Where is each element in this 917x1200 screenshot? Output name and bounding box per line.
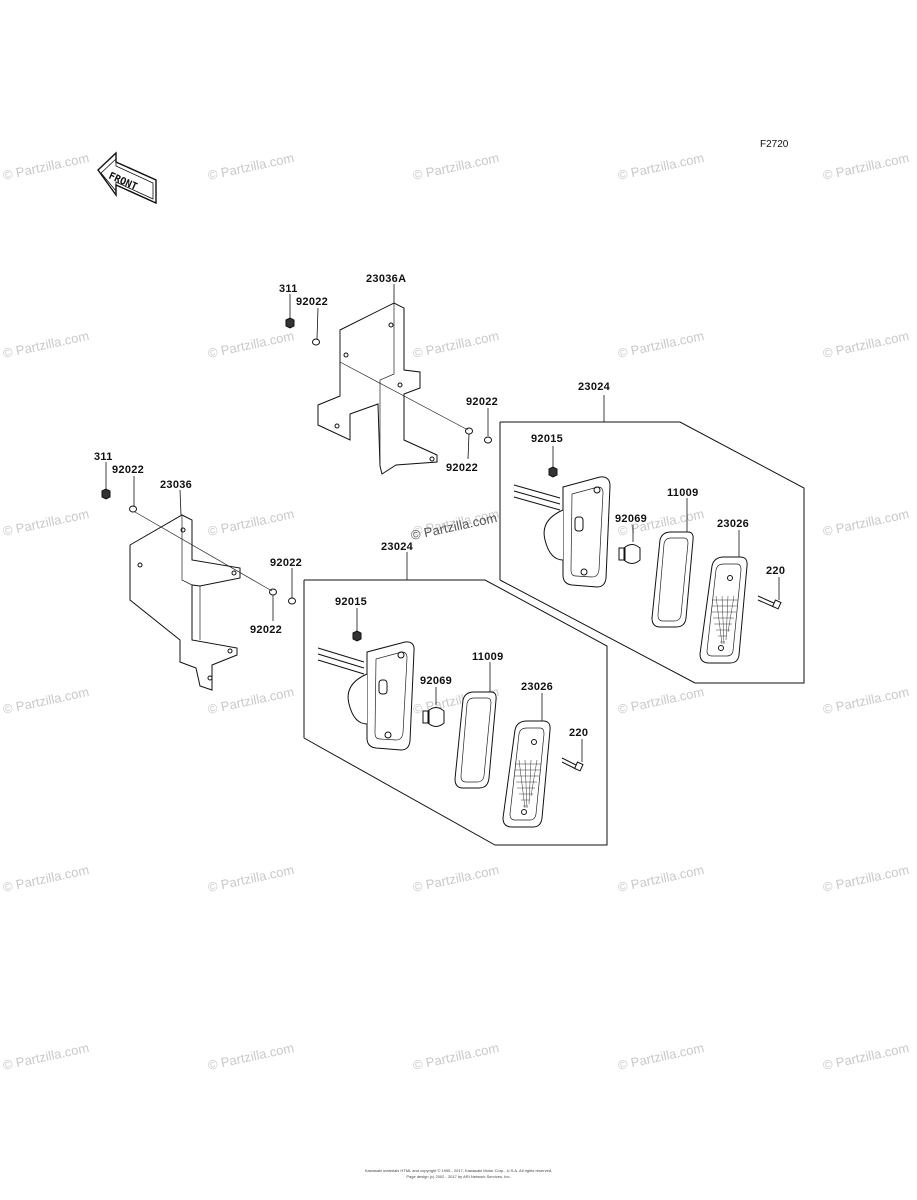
watermark-text: © Partzilla.com	[2, 506, 91, 539]
watermark-text: © Partzilla.com	[617, 150, 706, 183]
part-label-92022-upper-c: 92022	[446, 462, 478, 474]
watermark-text: © Partzilla.com	[2, 1040, 91, 1073]
watermark-text: © Partzilla.com	[822, 506, 911, 539]
part-label-92015-upper: 92015	[531, 433, 563, 445]
front-arrow-icon: FRONT	[97, 151, 157, 205]
part-label-23036A: 23036A	[366, 273, 406, 285]
watermark-text: © Partzilla.com	[822, 328, 911, 361]
part-label-23024-lower: 23024	[381, 541, 414, 553]
hardware-upper	[285, 317, 558, 478]
watermark-text: © Partzilla.com	[207, 150, 296, 183]
watermark-text: © Partzilla.com	[207, 506, 296, 539]
watermark-text: © Partzilla.com	[412, 150, 501, 183]
part-label-23026-upper: 23026	[717, 518, 749, 530]
part-label-220-lower: 220	[569, 727, 588, 739]
watermark-text: © Partzilla.com	[2, 862, 91, 895]
watermark-text: © Partzilla.com	[617, 862, 706, 895]
part-label-92022-lower-b: 92022	[270, 557, 302, 569]
watermark-text: © Partzilla.com	[412, 328, 501, 361]
watermark-text: © Partzilla.com	[207, 684, 296, 717]
part-label-311-upper: 311	[279, 283, 298, 295]
part-label-92069-upper: 92069	[615, 513, 647, 525]
watermark-text: © Partzilla.com	[822, 150, 911, 183]
watermark-text: © Partzilla.com	[617, 328, 706, 361]
part-label-23036: 23036	[160, 479, 192, 491]
part-label-92022-lower-a: 92022	[112, 464, 144, 476]
watermark-text: © Partzilla.com	[822, 1040, 911, 1073]
watermark-text: © Partzilla.com	[822, 684, 911, 717]
part-label-23026-lower: 23026	[521, 681, 553, 693]
leader-lines	[105, 284, 780, 762]
copyright-line-1: Kawasaki materials HTML and copyright © …	[364, 1168, 553, 1173]
watermark-text: © Partzilla.com	[617, 1040, 706, 1073]
lamp-assembly-lower	[303, 579, 608, 846]
lamp-assembly-upper	[499, 421, 805, 684]
copyright-line-2: Page design (c) 2002 - 2017 by ARI Netwo…	[406, 1174, 511, 1179]
watermark-text: © Partzilla.com	[207, 328, 296, 361]
part-label-220-upper: 220	[766, 565, 785, 577]
part-label-92022-upper-b: 92022	[466, 396, 498, 408]
watermark-text: © Partzilla.com	[2, 150, 91, 183]
watermark-text: © Partzilla.com	[2, 328, 91, 361]
bracket-23036	[129, 514, 241, 691]
watermark-text: © Partzilla.com	[617, 684, 706, 717]
watermark-text: © Partzilla.com	[207, 1040, 296, 1073]
watermark-text: © Partzilla.com	[412, 1040, 501, 1073]
part-label-11009-lower: 11009	[472, 651, 503, 663]
part-labels: 311 92022 23036A 92022 92022 23024 92015…	[94, 273, 785, 739]
part-label-11009-upper: 11009	[667, 487, 698, 499]
watermark-text: © Partzilla.com	[207, 862, 296, 895]
watermark-text: © Partzilla.com	[2, 684, 91, 717]
watermark-layer: © Partzilla.com © Partzilla.com © Partzill…	[2, 150, 911, 1073]
figure-code: F2720	[760, 139, 789, 150]
part-label-92015-lower: 92015	[335, 596, 367, 608]
part-label-23024-upper: 23024	[578, 381, 611, 393]
watermark-text: © Partzilla.com	[412, 862, 501, 895]
part-label-92022-lower-c: 92022	[250, 624, 282, 636]
watermark-text: © Partzilla.com	[822, 862, 911, 895]
part-label-311-lower: 311	[94, 451, 113, 463]
bracket-23036A	[317, 302, 438, 475]
part-label-92022-upper-a: 92022	[296, 296, 328, 308]
hardware-lower	[101, 488, 362, 642]
part-label-92069-lower: 92069	[420, 675, 452, 687]
